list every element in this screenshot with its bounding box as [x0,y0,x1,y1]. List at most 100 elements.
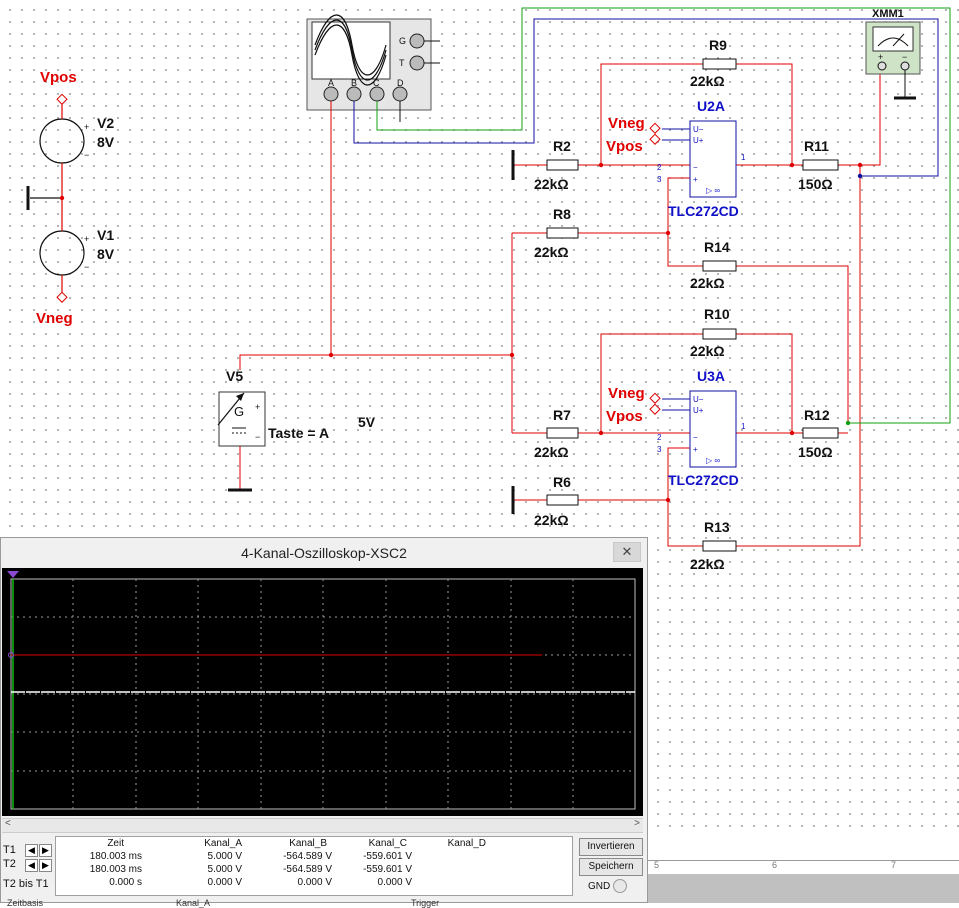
r12-name: R12 [804,407,830,423]
u3a-part: TLC272CD [668,472,739,488]
gnd-label: GND [588,881,611,892]
cursor-handle[interactable] [7,571,19,578]
svg-text:U+: U+ [693,136,704,145]
svg-text:+: + [693,445,698,454]
channel-section-label: Kanal_A [176,898,211,908]
invert-button[interactable]: Invertieren [579,838,643,856]
svg-text:1: 1 [741,153,746,162]
svg-text:A: A [328,78,334,88]
r11-value: 150Ω [798,176,833,192]
scope-display[interactable] [2,568,643,816]
table-row: 180.003 ms 5.000 V -564.589 V -559.601 V [89,864,412,875]
svg-text:2: 2 [657,433,662,442]
r11-name: R11 [804,138,829,154]
r12-value: 150Ω [798,444,833,460]
vneg-connector [56,291,68,303]
xmm1-label: XMM1 [872,8,904,20]
t2-right-arrow-icon[interactable]: ▶ [39,859,52,872]
svg-text:2: 2 [657,163,662,172]
svg-text:3: 3 [657,445,662,454]
svg-text:+: + [84,234,89,244]
v1-name: V1 [97,227,114,243]
oscilloscope-window[interactable]: 4-Kanal-Oszilloskop-XSC2 ✕ [0,537,648,908]
signal-source-v5[interactable]: G + − [217,391,266,447]
save-button[interactable]: Speichern [579,858,643,876]
window-title: 4-Kanal-Oszilloskop-XSC2 [241,545,407,561]
svg-text:−: − [255,432,260,442]
svg-text:G: G [399,36,406,46]
svg-text:+: + [255,402,260,412]
t2-left-arrow-icon[interactable]: ◀ [25,859,38,872]
channel-a-marker [8,652,14,658]
scope-grid [11,579,635,809]
vpos-connector [56,93,68,105]
svg-text:C: C [373,78,380,88]
v5-name: V5 [226,368,243,384]
table-row: 180.003 ms 5.000 V -564.589 V -559.601 V [89,851,412,862]
svg-text:+: + [693,175,698,184]
u3a-vneg: Vneg [608,385,645,402]
table-header-row: Zeit Kanal_A Kanal_B Kanal_C Kanal_D [107,838,486,849]
t1-left-arrow-icon[interactable]: ◀ [25,844,38,857]
v5-key-label: Taste = A [268,425,329,441]
svg-text:▷ ∞: ▷ ∞ [706,186,720,195]
red-wires [239,63,881,547]
svg-text:+: + [878,52,883,62]
svg-text:▷ ∞: ▷ ∞ [706,456,720,465]
r6-value: 22kΩ [534,512,569,528]
dc-source-v1[interactable]: + − [39,198,89,293]
svg-text:U−: U− [693,125,704,134]
table-row: 0.000 s 0.000 V 0.000 V 0.000 V [109,877,412,888]
r14-name: R14 [704,239,730,255]
page-ruler: 5 6 7 [648,836,959,903]
r14-value: 22kΩ [690,275,725,291]
u2a-vneg: Vneg [608,115,645,132]
opamp-u2a[interactable]: U− U+ − + ▷ ∞ 1 2 3 [649,120,746,198]
t1-label: T1 [3,844,16,856]
timebase-label: Zeitbasis [7,898,44,908]
u2a-name: U2A [697,98,725,114]
svg-text:−: − [693,163,698,172]
dc-source-v2[interactable]: + − [39,104,89,198]
svg-text:−: − [902,52,907,62]
r7-value: 22kΩ [534,444,569,460]
r2-name: R2 [553,138,571,154]
r8-name: R8 [553,206,571,222]
t1-right-arrow-icon[interactable]: ▶ [39,844,52,857]
r13-name: R13 [704,519,730,535]
svg-text:1: 1 [741,422,746,431]
trigger-label: Trigger [411,898,440,908]
u3a-vpos: Vpos [606,408,643,425]
r10-value: 22kΩ [690,343,725,359]
resistor-bodies[interactable] [546,58,839,552]
r2-value: 22kΩ [534,176,569,192]
r9-value: 22kΩ [690,73,725,89]
v5-voltage: 5V [358,414,376,430]
svg-text:−: − [693,433,698,442]
oscilloscope-symbol-xsc2[interactable]: A B C D G T [306,14,440,111]
u3a-name: U3A [697,368,725,384]
u2a-vpos: Vpos [606,138,643,155]
u2a-part: TLC272CD [668,203,739,219]
measurement-table: Zeit Kanal_A Kanal_B Kanal_C Kanal_D 180… [55,836,573,896]
t2-t1-label: T2 bis T1 [3,878,49,890]
ground-symbol [26,186,65,210]
t2-label: T2 [3,858,16,870]
r8-value: 22kΩ [534,244,569,260]
r13-value: 22kΩ [690,556,725,572]
close-button[interactable]: ✕ [613,542,641,562]
svg-text:3: 3 [657,175,662,184]
svg-text:D: D [397,78,404,88]
svg-text:T: T [399,58,405,68]
opamp-u3a[interactable]: U− U+ − + ▷ ∞ 1 2 3 [649,390,746,468]
v2-value: 8V [97,134,115,150]
v1-value: 8V [97,246,115,262]
green-wire-channel-c [376,7,951,424]
svg-text:U+: U+ [693,406,704,415]
gnd-radio[interactable] [613,879,627,893]
multimeter-xmm1[interactable]: + − [865,21,921,100]
blue-wire-channel-b [353,18,939,177]
r7-name: R7 [553,407,571,423]
horizontal-scrollbar[interactable]: < > [2,818,643,833]
v2-name: V2 [97,115,114,131]
